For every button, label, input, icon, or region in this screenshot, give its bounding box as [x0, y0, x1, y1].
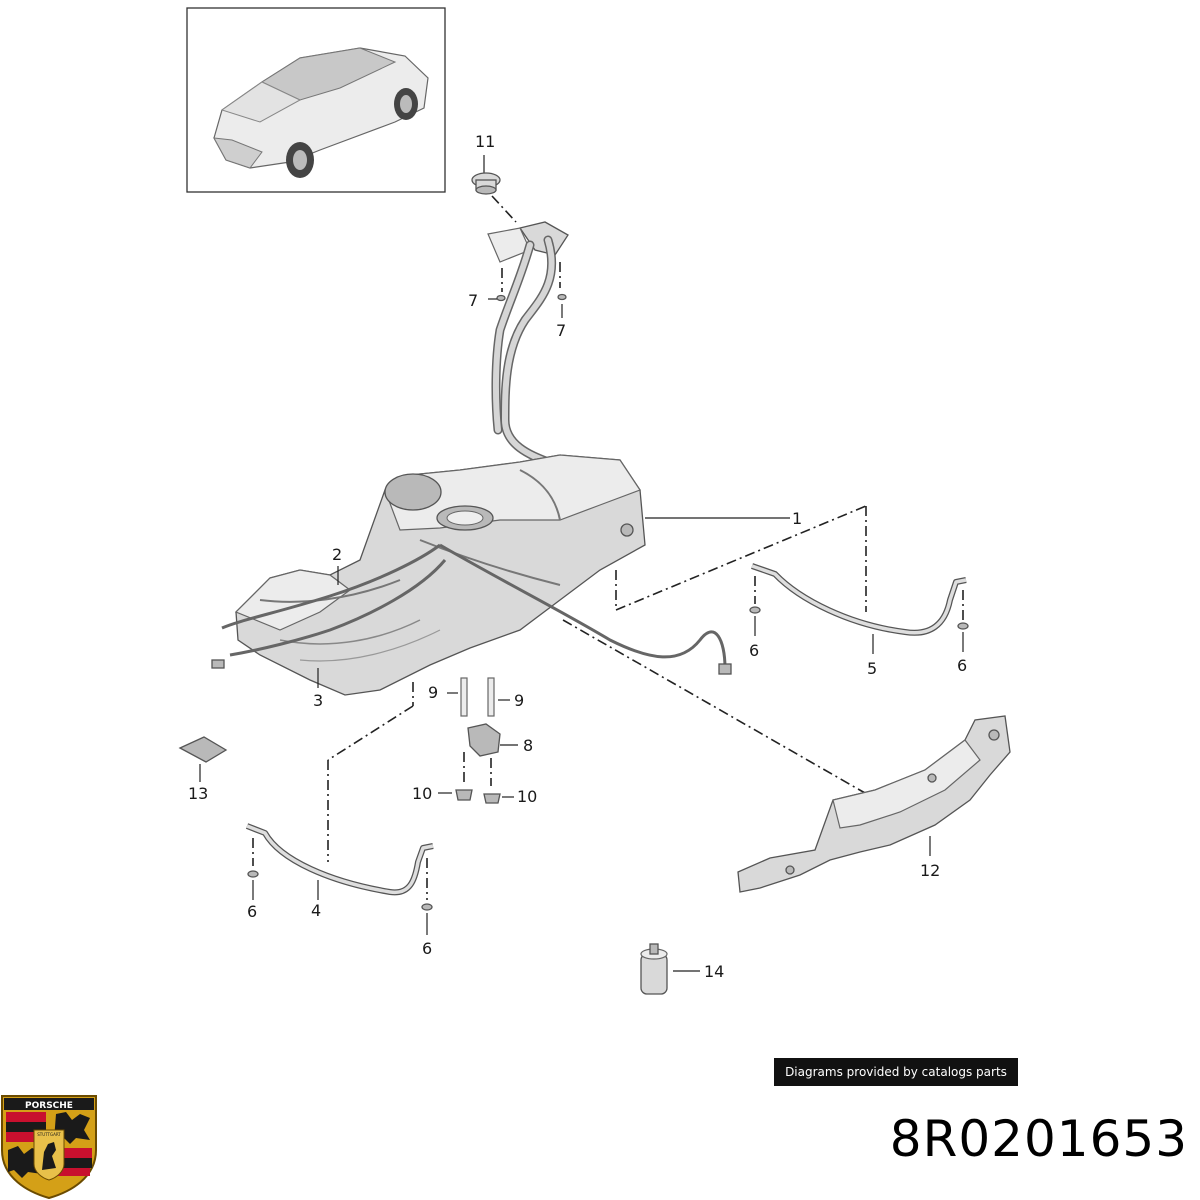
callout-1: 1 — [792, 509, 802, 528]
callout-3: 3 — [313, 691, 323, 710]
callout-9: 9 — [428, 683, 438, 702]
callout-2: 2 — [332, 545, 342, 564]
pad-part-13 — [178, 736, 228, 782]
callout-11: 11 — [475, 132, 495, 151]
callout-6: 6 — [247, 902, 257, 921]
callout-12: 12 — [920, 861, 940, 880]
callout-6: 6 — [749, 641, 759, 660]
heat-shield-part-12 — [737, 715, 1011, 893]
tank-strap-part-4 — [245, 823, 434, 935]
fuel-cap-part-11 — [471, 155, 517, 223]
canister-part-14 — [640, 943, 700, 995]
credit-banner: Diagrams provided by catalogs parts — [774, 1058, 1018, 1086]
part-number: 8R0201653 — [889, 1110, 1188, 1168]
filler-neck — [487, 221, 569, 467]
porsche-crest-logo: PORSCHE STUTTGART — [0, 1095, 97, 1200]
fuel-lines-part-2-3 — [211, 543, 732, 688]
callout-13: 13 — [188, 784, 208, 803]
vehicle-thumbnail — [186, 7, 446, 193]
callout-7: 7 — [468, 291, 478, 310]
callout-10: 10 — [517, 787, 537, 806]
callout-5: 5 — [867, 659, 877, 678]
assembly-dashlines — [327, 505, 867, 862]
callout-labels: 11 7 7 1 2 3 5 6 6 9 9 8 10 10 13 12 4 6… — [188, 132, 967, 981]
crest-city-text: STUTTGART — [37, 1132, 61, 1137]
callout-14: 14 — [704, 962, 724, 981]
callout-9: 9 — [514, 691, 524, 710]
callout-4: 4 — [311, 901, 321, 920]
callout-7: 7 — [556, 321, 566, 340]
callout-8: 8 — [523, 736, 533, 755]
crest-brand-text: PORSCHE — [25, 1101, 73, 1111]
fuel-tank-part-1 — [234, 454, 790, 696]
callout-6: 6 — [957, 656, 967, 675]
callout-6: 6 — [422, 939, 432, 958]
mounting-hardware-8-9-10 — [438, 677, 518, 804]
callout-10: 10 — [412, 784, 432, 803]
tank-strap-part-5 — [749, 563, 969, 654]
